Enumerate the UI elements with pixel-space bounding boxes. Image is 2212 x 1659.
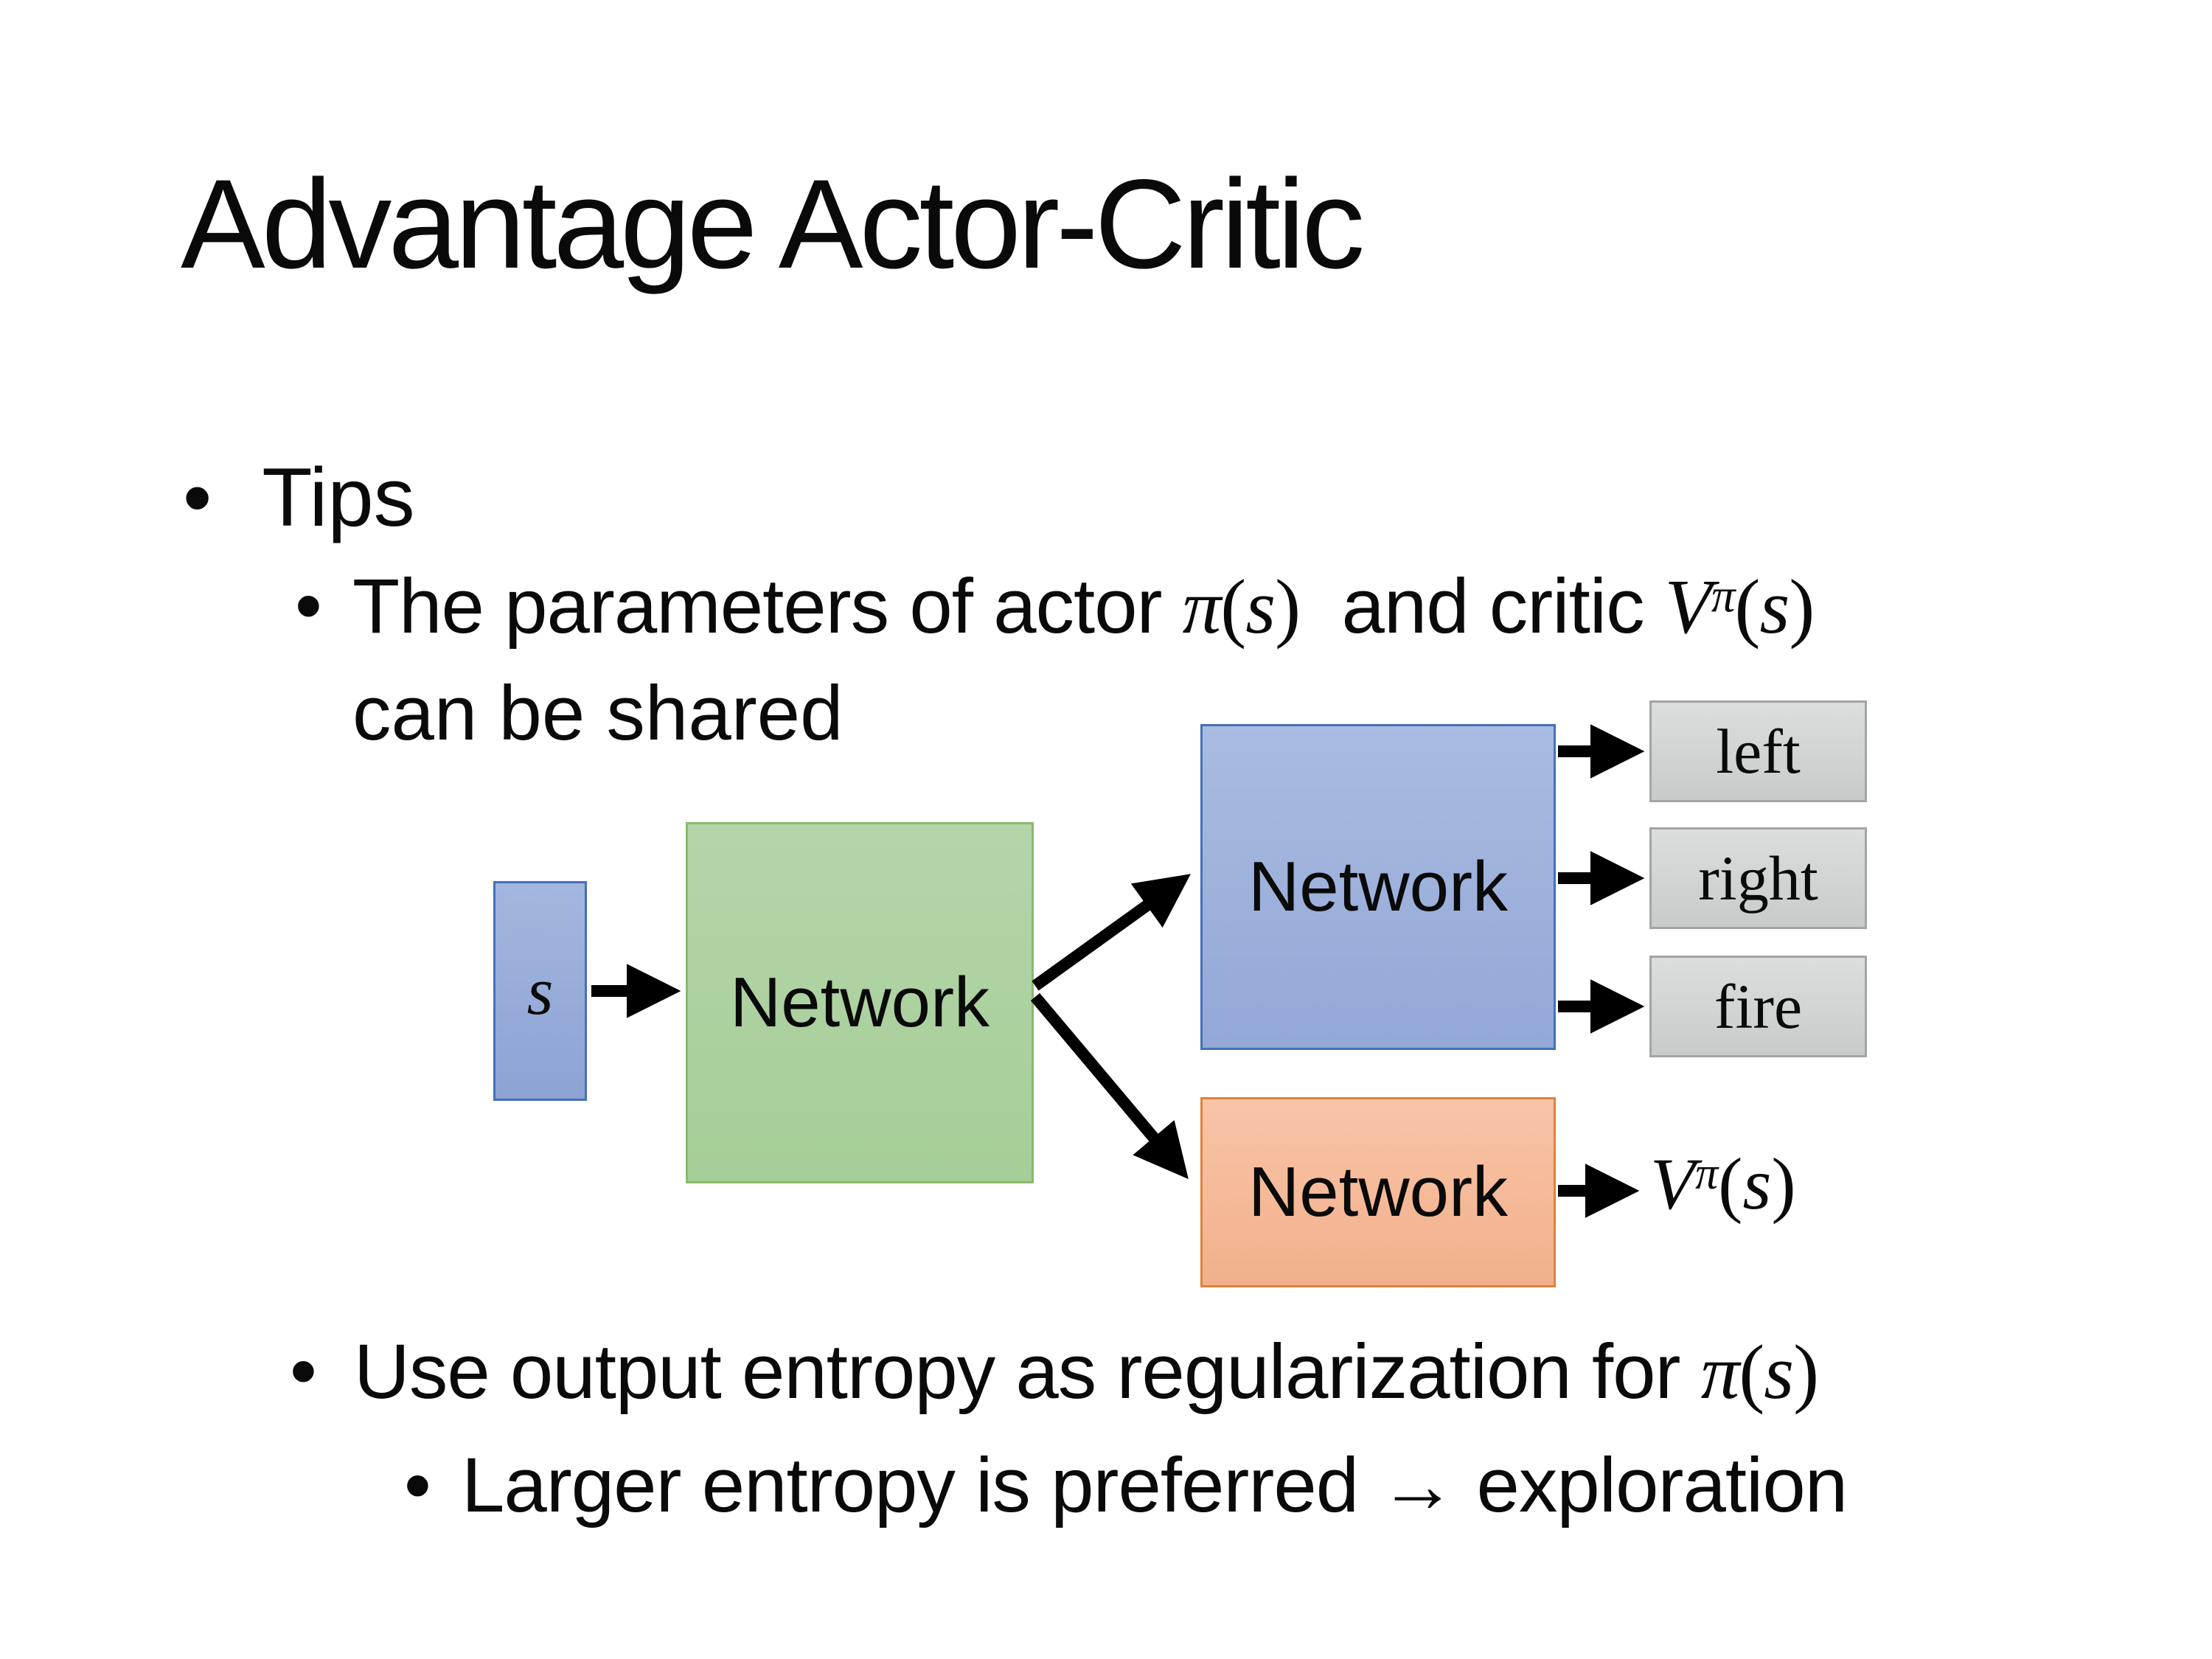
entropy-line: Use output entropy as regularization for… (354, 1327, 1819, 1416)
entropy-pi-symbol: π (1700, 1329, 1740, 1415)
action-label-left: left (1716, 716, 1801, 787)
rparen2: ) (1789, 563, 1815, 650)
critic-network-box: Network (1200, 1097, 1556, 1287)
arrow-shared-to-actor (1032, 874, 1191, 991)
pi-symbol: π (1182, 563, 1222, 650)
s-symbol2: s (1759, 563, 1790, 650)
value-output-label: Vπ(s) (1650, 1141, 1796, 1226)
lparen2: ( (1734, 563, 1761, 650)
parameters-line: The parameters of actor π(s) and critic … (352, 562, 1815, 651)
parameters-text: The parameters of actor (352, 563, 1183, 650)
entropy-s-symbol: s (1764, 1329, 1794, 1415)
slide-title: Advantage Actor-Critic (181, 153, 1365, 295)
parameters-line-continuation: can be shared (352, 670, 844, 757)
rparen: ) (1275, 563, 1301, 650)
bullet-dot-entropy: • (290, 1328, 317, 1414)
tips-label: Tips (262, 451, 415, 543)
entropy-lparen: ( (1739, 1329, 1764, 1415)
action-label-fire: fire (1714, 971, 1803, 1042)
action-box-left: left (1649, 700, 1867, 802)
s-symbol: s (1245, 563, 1276, 650)
value-v: V (1650, 1143, 1696, 1225)
shared-network-label: Network (729, 963, 990, 1042)
bullet-dot-exploration: • (404, 1442, 431, 1528)
lparen: ( (1220, 563, 1246, 650)
action-box-fire: fire (1649, 956, 1867, 1057)
value-lparen: ( (1718, 1143, 1743, 1225)
v-superscript-pi: π (1711, 569, 1736, 623)
value-superscript-pi: π (1695, 1149, 1719, 1200)
v-symbol: V (1664, 563, 1712, 650)
value-rparen: ) (1771, 1143, 1796, 1225)
state-box: s (493, 881, 587, 1101)
bullet-dot: • (183, 451, 212, 543)
action-box-right: right (1649, 827, 1867, 929)
and-critic-text: and critic (1300, 563, 1665, 650)
exploration-line: Larger entropy is preferred → exploratio… (462, 1442, 1848, 1528)
value-s: s (1742, 1143, 1772, 1225)
critic-network-label: Network (1248, 1152, 1509, 1231)
arrow-shared-to-critic (1030, 992, 1189, 1180)
shared-network-box: Network (686, 822, 1034, 1183)
bullet-dot-parameters: • (295, 563, 322, 649)
entropy-text: Use output entropy as regularization for (354, 1329, 1701, 1415)
action-label-right: right (1698, 843, 1818, 914)
actor-network-box: Network (1200, 724, 1556, 1050)
entropy-rparen: ) (1793, 1329, 1819, 1415)
actor-network-label: Network (1248, 847, 1509, 926)
state-label: s (526, 953, 554, 1029)
bullet-tips: • Tips (183, 450, 415, 545)
